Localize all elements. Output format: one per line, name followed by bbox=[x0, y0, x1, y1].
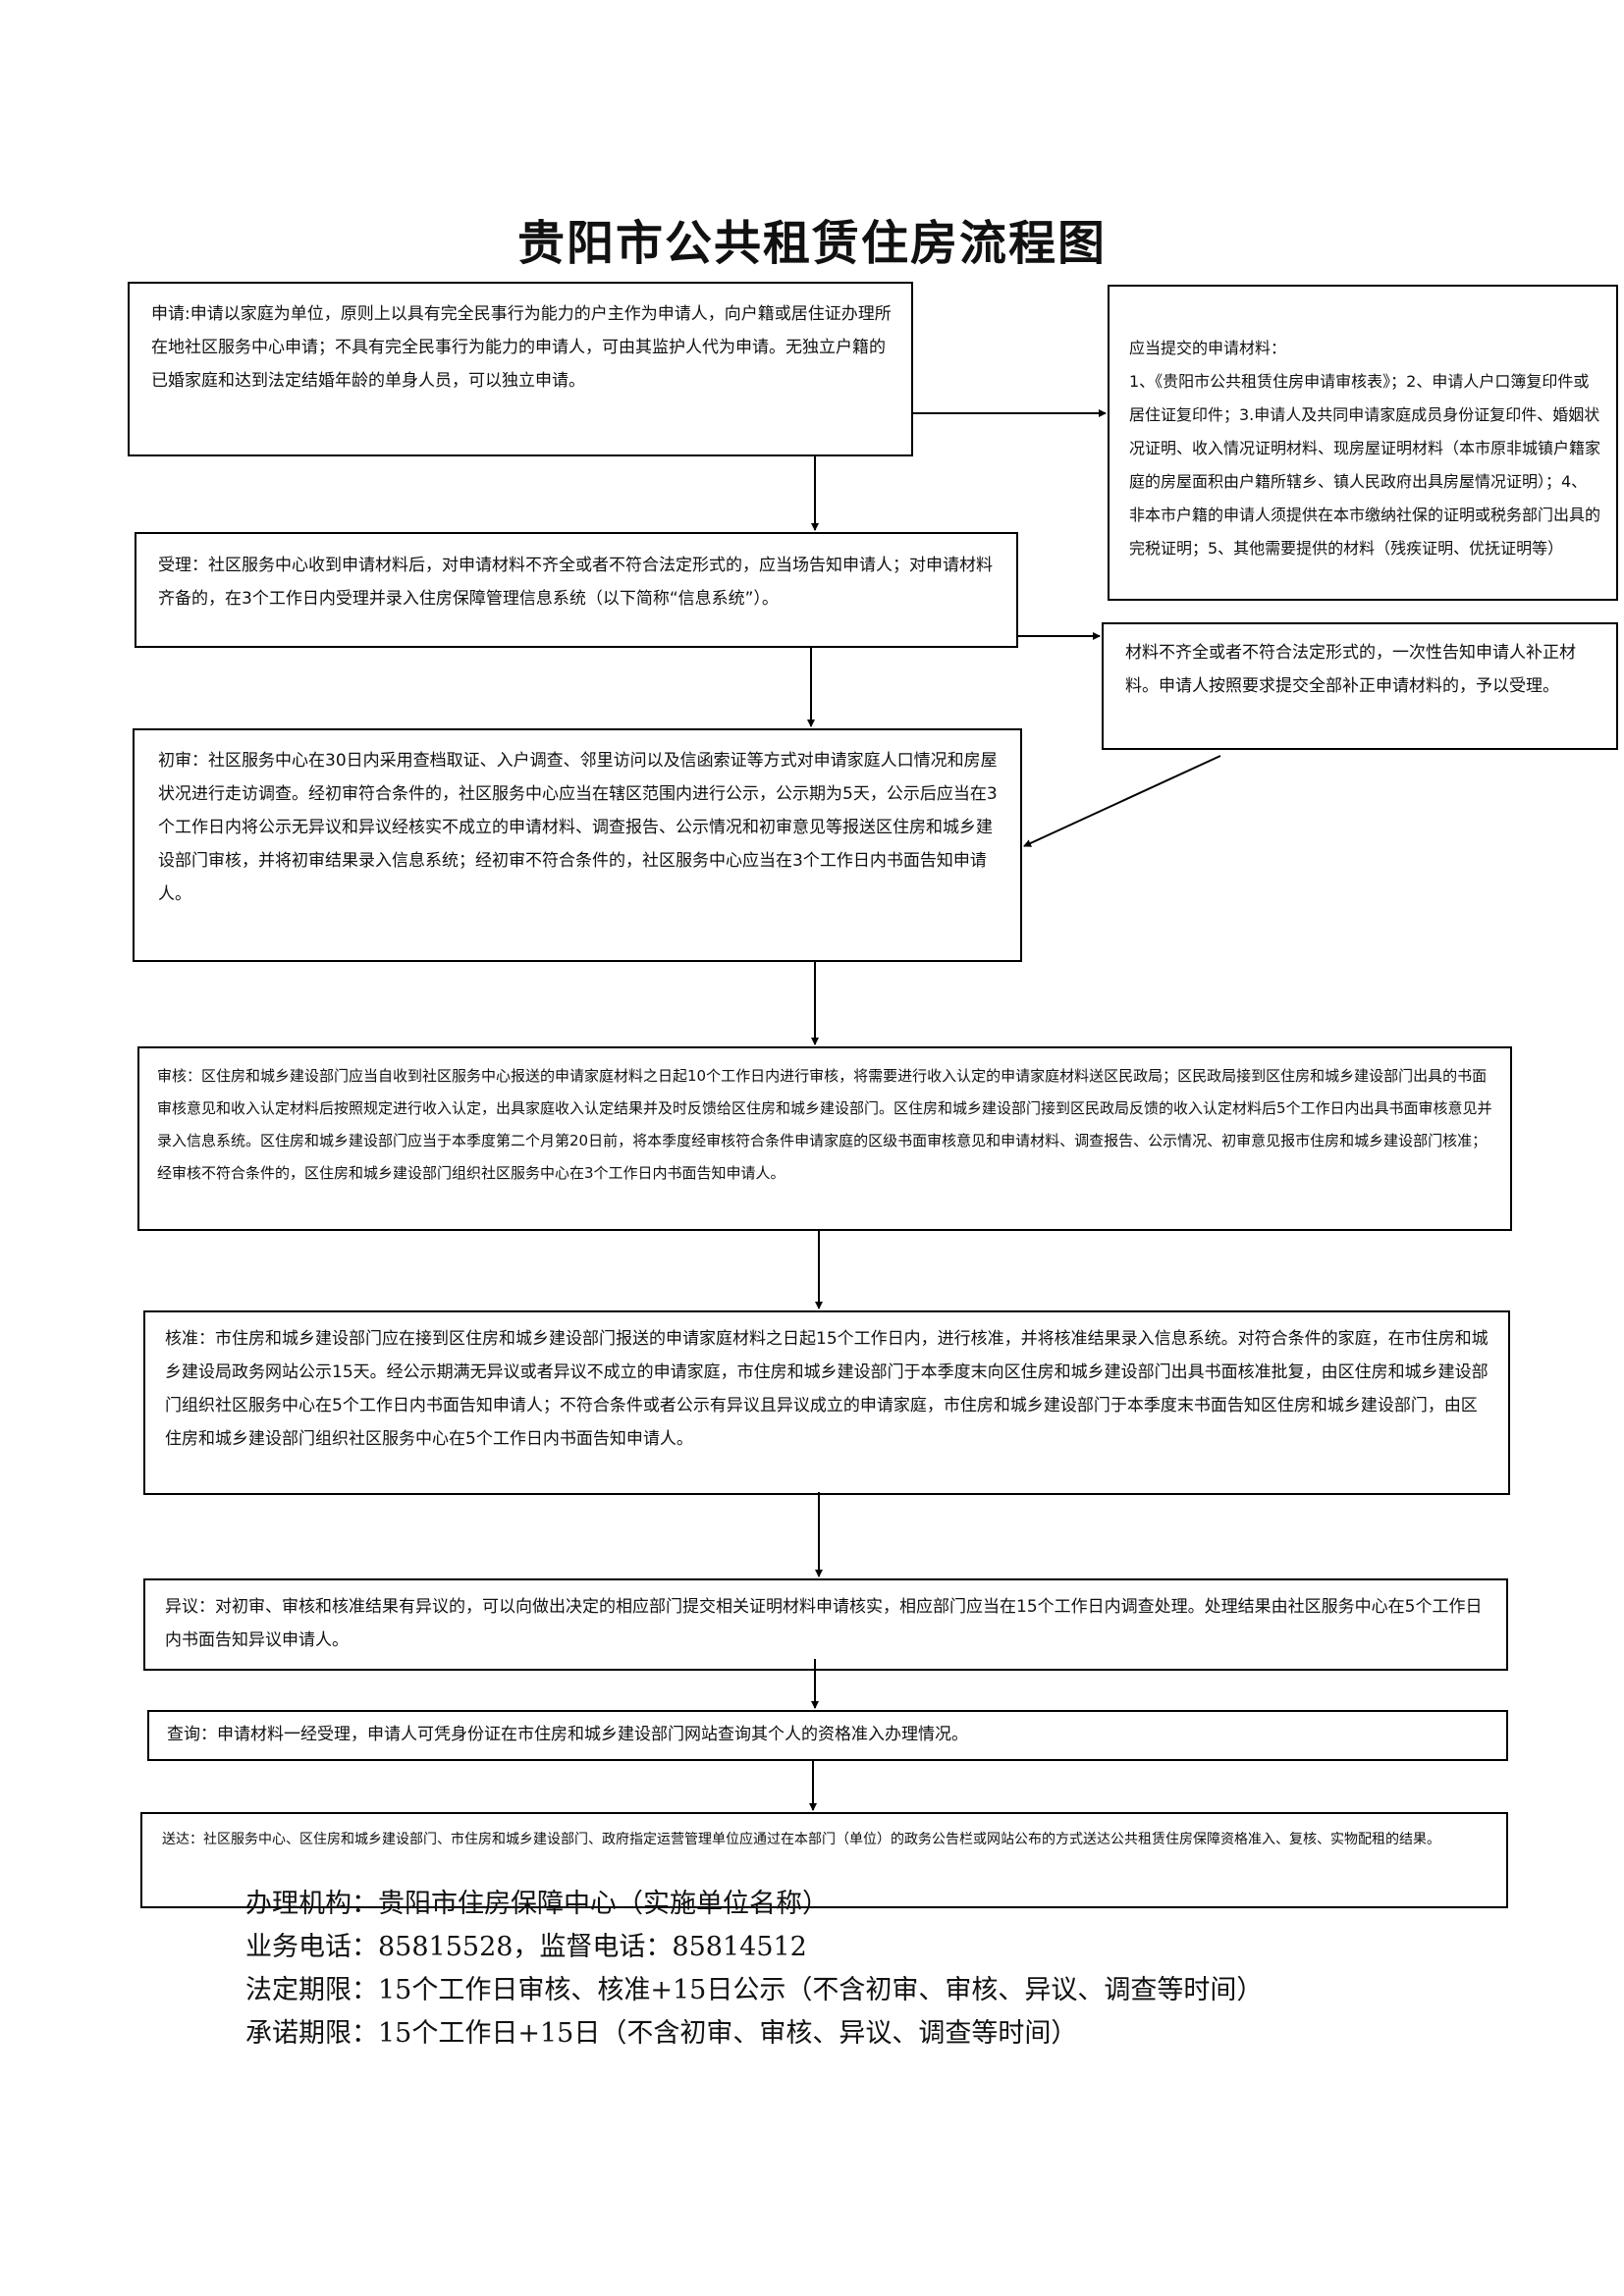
initial-review-text: 初审：社区服务中心在30日内采用查档取证、入户调查、邻里访问以及信函索证等方式对… bbox=[158, 751, 998, 904]
initial-review-box: 初审：社区服务中心在30日内采用查档取证、入户调查、邻里访问以及信函索证等方式对… bbox=[133, 728, 1022, 962]
accept-box: 受理：社区服务中心收到申请材料后，对申请材料不齐全或者不符合法定形式的，应当场告… bbox=[135, 532, 1018, 648]
approve-box: 核准：市住房和城乡建设部门应在接到区住房和城乡建设部门报送的申请家庭材料之日起1… bbox=[143, 1310, 1510, 1495]
deliver-text: 送达：社区服务中心、区住房和城乡建设部门、市住房和城乡建设部门、政府指定运营管理… bbox=[162, 1832, 1440, 1847]
arrow-incomplete-to-initial bbox=[1023, 755, 1221, 847]
approve-text: 核准：市住房和城乡建设部门应在接到区住房和城乡建设部门报送的申请家庭材料之日起1… bbox=[165, 1329, 1489, 1449]
review-text: 审核：区住房和城乡建设部门应当自收到社区服务中心报送的申请家庭材料之日起10个工… bbox=[157, 1067, 1492, 1182]
incomplete-text: 材料不齐全或者不符合法定形式的，一次性告知申请人补正材料。申请人按照要求提交全部… bbox=[1125, 643, 1576, 696]
apply-box: 申请:申请以家庭为单位，原则上以具有完全民事行为能力的户主作为申请人，向户籍或居… bbox=[128, 282, 913, 456]
page-title: 贵阳市公共租赁住房流程图 bbox=[516, 216, 1107, 271]
objection-box: 异议：对初审、审核和核准结果有异议的，可以向做出决定的相应部门提交相关证明材料申… bbox=[143, 1578, 1508, 1671]
query-box: 查询：申请材料一经受理，申请人可凭身份证在市住房和城乡建设部门网站查询其个人的资… bbox=[147, 1710, 1508, 1761]
review-box: 审核：区住房和城乡建设部门应当自收到社区服务中心报送的申请家庭材料之日起10个工… bbox=[137, 1046, 1512, 1231]
objection-text: 异议：对初审、审核和核准结果有异议的，可以向做出决定的相应部门提交相关证明材料申… bbox=[165, 1597, 1483, 1650]
footer-phones: 业务电话：85815528，监督电话：85814512 bbox=[245, 1932, 807, 1962]
materials-text: 应当提交的申请材料： 1、《贵阳市公共租赁住房申请审核表》；2、申请人户口簿复印… bbox=[1129, 339, 1601, 558]
apply-text: 申请:申请以家庭为单位，原则上以具有完全民事行为能力的户主作为申请人，向户籍或居… bbox=[151, 304, 892, 391]
footer-agency: 办理机构：贵阳市住房保障中心（实施单位名称） bbox=[245, 1889, 829, 1919]
incomplete-box: 材料不齐全或者不符合法定形式的，一次性告知申请人补正材料。申请人按照要求提交全部… bbox=[1102, 622, 1618, 750]
query-text: 查询：申请材料一经受理，申请人可凭身份证在市住房和城乡建设部门网站查询其个人的资… bbox=[167, 1725, 968, 1744]
materials-box: 应当提交的申请材料： 1、《贵阳市公共租赁住房申请审核表》；2、申请人户口簿复印… bbox=[1108, 285, 1618, 601]
footer-info: 办理机构：贵阳市住房保障中心（实施单位名称） 业务电话：85815528，监督电… bbox=[245, 1883, 1263, 2056]
accept-text: 受理：社区服务中心收到申请材料后，对申请材料不齐全或者不符合法定形式的，应当场告… bbox=[158, 556, 993, 609]
footer-legal-period: 法定期限：15个工作日审核、核准+15日公示（不含初审、审核、异议、调查等时间） bbox=[245, 1975, 1264, 2005]
deliver-box: 送达：社区服务中心、区住房和城乡建设部门、市住房和城乡建设部门、政府指定运营管理… bbox=[140, 1812, 1508, 1908]
footer-promised-period: 承诺期限：15个工作日+15日（不含初审、审核、异议、调查等时间） bbox=[245, 2018, 1078, 2049]
